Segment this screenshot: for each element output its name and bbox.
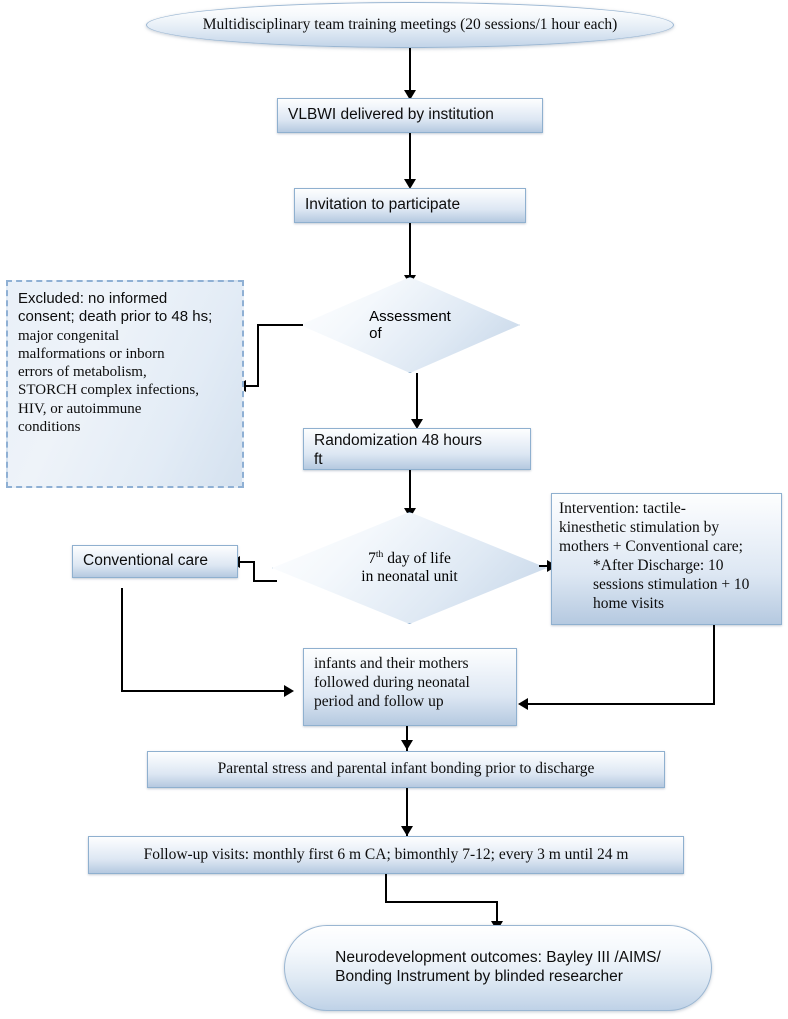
node-invitation: Invitation to participate <box>294 188 526 223</box>
connector-assessment-to-excluded-seg1 <box>257 324 303 326</box>
connector-parental-stress-to-followup <box>406 788 408 836</box>
node-day7-line1-sup: th <box>375 548 384 560</box>
node-assessment-label: Assessment of <box>300 277 520 373</box>
connector-followup-to-outcomes-seg1 <box>385 874 387 903</box>
node-intervention-line2: kinesthetic stimulation by <box>559 518 720 536</box>
node-vlbwi-delivered: VLBWI delivered by institution <box>277 98 543 133</box>
node-excluded-line8: conditions <box>18 419 81 436</box>
node-intervention-line5: sessions stimulation + 10 <box>593 575 750 593</box>
node-vlbwi-delivered-label: VLBWI delivered by institution <box>288 106 494 124</box>
connector-conventional-to-followed-seg1 <box>121 588 123 692</box>
node-assessment-line1: Assessment <box>369 308 451 325</box>
node-intervention-line1: Intervention: tactile- <box>559 500 686 517</box>
node-randomization: Randomization 48 hours ft <box>303 428 531 470</box>
arrowhead-followed-to-parental-stress <box>401 740 413 750</box>
arrowhead-parental-stress-to-followup <box>401 826 413 836</box>
connector-invitation-to-assessment <box>409 223 411 279</box>
connector-day7-to-conventional-seg1 <box>253 580 277 582</box>
node-outcomes: Neurodevelopment outcomes: Bayley III /A… <box>284 925 712 1011</box>
connector-followup-to-outcomes-seg2 <box>385 901 498 903</box>
connector-assessment-to-excluded-seg2 <box>257 324 259 386</box>
connector-meetings-to-vlbwi <box>409 48 411 92</box>
node-day7: 7th day of life in neonatal unit <box>272 512 547 624</box>
connector-day7-to-conventional-seg3 <box>240 561 255 563</box>
node-followup-visits-label: Follow-up visits: monthly first 6 m CA; … <box>143 845 629 863</box>
connector-vlbwi-to-invitation <box>409 133 411 181</box>
node-intervention-line3: mothers + Conventional care; <box>559 537 743 555</box>
node-followup-visits: Follow-up visits: monthly first 6 m CA; … <box>88 836 684 874</box>
node-intervention-line4: *After Discharge: 10 <box>593 556 724 574</box>
connector-assessment-to-randomization <box>416 373 418 423</box>
node-outcomes-line1: Neurodevelopment outcomes: Bayley III /A… <box>335 949 661 967</box>
node-day7-line1: 7th day of life <box>361 550 457 568</box>
connector-assessment-to-excluded-seg3 <box>246 385 259 387</box>
node-parental-stress: Parental stress and parental infant bond… <box>147 751 665 788</box>
node-excluded-line3: major congenital <box>18 327 120 344</box>
node-day7-line1-post: day of life <box>383 550 451 567</box>
connector-followed-to-parental-stress <box>406 726 408 752</box>
node-excluded: Excluded: no informed consent; death pri… <box>6 280 244 488</box>
node-day7-label: 7th day of life in neonatal unit <box>272 512 547 624</box>
connector-intervention-to-followed-seg2 <box>528 703 715 705</box>
node-intervention-line6: home visits <box>593 594 665 612</box>
node-day7-line1-pre: 7 <box>368 550 376 567</box>
node-assessment-line2: of <box>369 325 382 342</box>
node-excluded-line6: STORCH complex infections, <box>18 382 199 399</box>
node-training-meetings-label: Multidisciplinary team training meetings… <box>202 15 618 33</box>
node-randomization-line2: ft <box>314 450 323 468</box>
arrowhead-intervention-to-followed <box>518 698 528 710</box>
arrowhead-vlbwi-to-invitation <box>404 179 416 189</box>
connector-followup-to-outcomes-seg3 <box>496 901 498 925</box>
node-training-meetings: Multidisciplinary team training meetings… <box>146 2 674 48</box>
connector-conventional-to-followed-seg2 <box>121 690 288 692</box>
arrowhead-assessment-to-randomization <box>411 419 423 429</box>
connector-intervention-to-followed-seg1 <box>713 625 715 705</box>
node-excluded-line1: Excluded: no informed <box>18 290 168 307</box>
node-day7-line2: in neonatal unit <box>361 568 458 585</box>
node-randomization-line1: Randomization 48 hours <box>314 432 483 449</box>
arrowhead-conventional-to-followed <box>284 685 294 697</box>
node-intervention: Intervention: tactile- kinesthetic stimu… <box>551 493 782 625</box>
node-outcomes-line2: Bonding Instrument by blinded researcher <box>335 968 623 985</box>
arrowhead-meetings-to-vlbwi <box>404 90 416 100</box>
node-excluded-line4: malformations or inborn <box>18 345 165 362</box>
node-parental-stress-label: Parental stress and parental infant bond… <box>217 760 595 778</box>
connector-randomization-to-day7 <box>409 470 411 512</box>
node-followed-neonatal-line2: followed during neonatal <box>314 673 470 691</box>
node-conventional-care: Conventional care <box>72 545 238 578</box>
node-excluded-line5: errors of metabolism, <box>18 364 147 381</box>
node-followed-neonatal-line3: period and follow up <box>314 692 444 710</box>
node-conventional-care-label: Conventional care <box>83 552 208 570</box>
node-followed-neonatal: infants and their mothers followed durin… <box>303 648 517 726</box>
node-assessment: Assessment of <box>300 277 520 373</box>
node-invitation-label: Invitation to participate <box>305 196 461 214</box>
connector-day7-to-conventional-seg2 <box>253 562 255 582</box>
node-excluded-line2: consent; death prior to 48 hs; <box>18 308 213 326</box>
node-followed-neonatal-line1: infants and their mothers <box>314 655 469 672</box>
node-excluded-line7: HIV, or autoimmune <box>18 400 142 417</box>
